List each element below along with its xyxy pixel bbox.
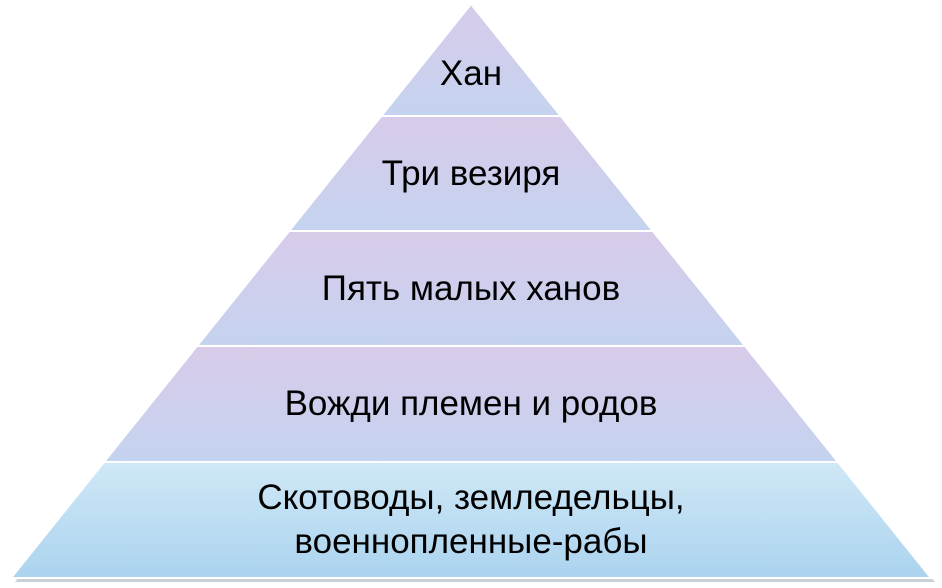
- tier-khan: [379, 2, 563, 117]
- tier-minor-khans: [194, 230, 748, 347]
- tier-tribal-chiefs: [101, 345, 841, 463]
- tier-viziers: [287, 115, 655, 232]
- tier-commoners: [8, 461, 934, 579]
